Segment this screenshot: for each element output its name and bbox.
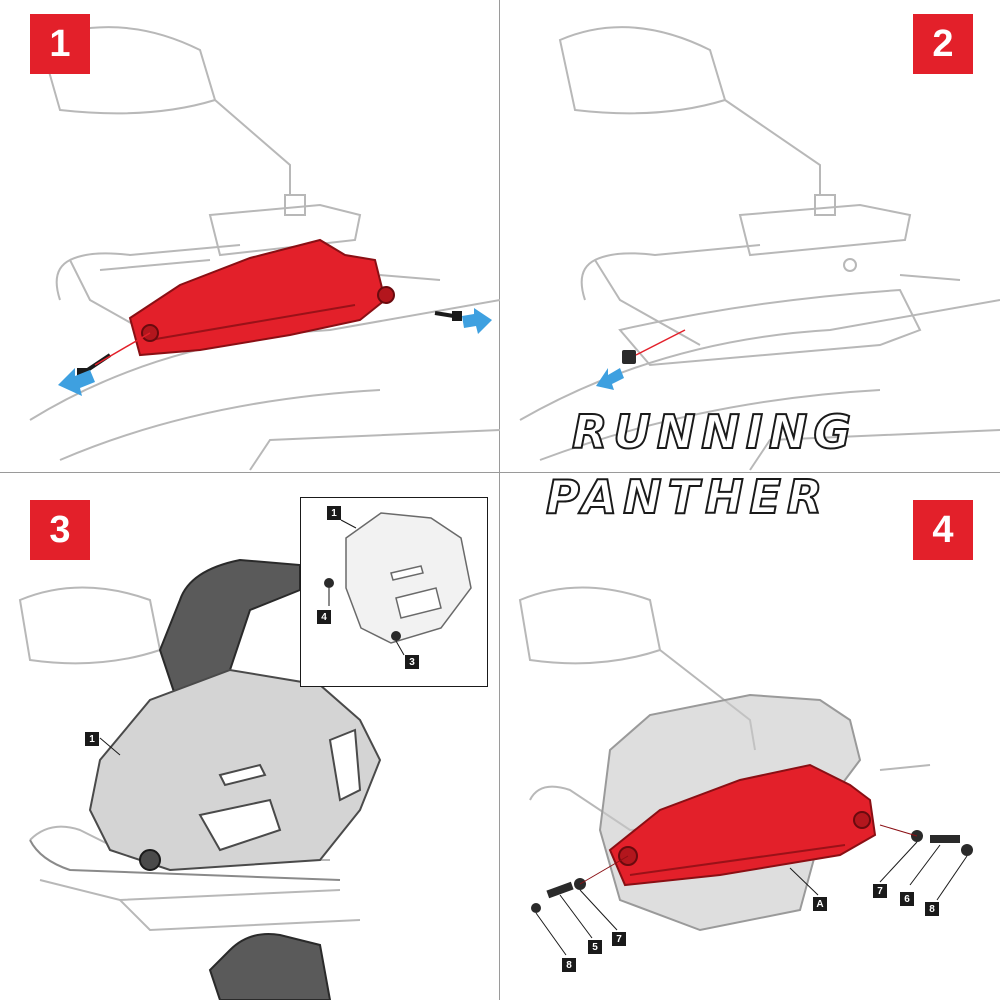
callout-part-1: 1 [85, 732, 99, 746]
step-number-badge: 4 [913, 500, 973, 560]
callout-part-6: 6 [900, 892, 914, 906]
vertical-divider [499, 0, 500, 1000]
callout-part-a: A [813, 897, 827, 911]
step-4-panel: 4 A 7 6 8 7 5 8 [500, 500, 1000, 1000]
step-number-badge: 1 [30, 14, 90, 74]
bolt-icon [622, 350, 636, 364]
step-2-panel: 2 [500, 0, 1000, 500]
washer-icon [961, 844, 973, 856]
callout-part-4: 4 [317, 610, 331, 624]
callout-part-8: 8 [925, 902, 939, 916]
arrow-left-icon [58, 368, 95, 396]
bolt-icon [930, 835, 960, 843]
callout-part-1: 1 [327, 506, 341, 520]
step-4-illustration [518, 586, 973, 956]
hand-bottom [208, 933, 332, 1000]
step-3-panel: 3 1 [0, 500, 500, 1000]
step-number-badge: 3 [30, 500, 90, 560]
watermark-line-2: PANTHER [545, 469, 829, 525]
inset-illustration [324, 512, 472, 656]
washer-icon [391, 631, 401, 641]
screw-icon [324, 578, 334, 588]
handguard-shape [88, 668, 382, 872]
screw-icon [434, 311, 462, 321]
bolt-icon [546, 881, 574, 899]
washer-icon [531, 903, 541, 913]
step-1-panel: 1 [0, 0, 500, 500]
callout-part-5: 5 [588, 940, 602, 954]
horizontal-divider [0, 472, 1000, 473]
handguard-shape [128, 238, 395, 357]
arrow-right-icon [462, 308, 492, 334]
step-number-badge: 2 [913, 14, 973, 74]
callout-part-7: 7 [873, 884, 887, 898]
watermark-line-1: RUNNING [571, 404, 858, 460]
callout-part-8: 8 [562, 958, 576, 972]
callout-part-3: 3 [405, 655, 419, 669]
callout-part-7: 7 [612, 932, 626, 946]
detail-inset: 1 4 3 [300, 497, 488, 687]
arrow-left-icon [596, 368, 624, 390]
step-3-illustration [18, 558, 382, 1000]
step-2-illustration [519, 26, 1000, 471]
step-1-illustration [29, 26, 500, 471]
